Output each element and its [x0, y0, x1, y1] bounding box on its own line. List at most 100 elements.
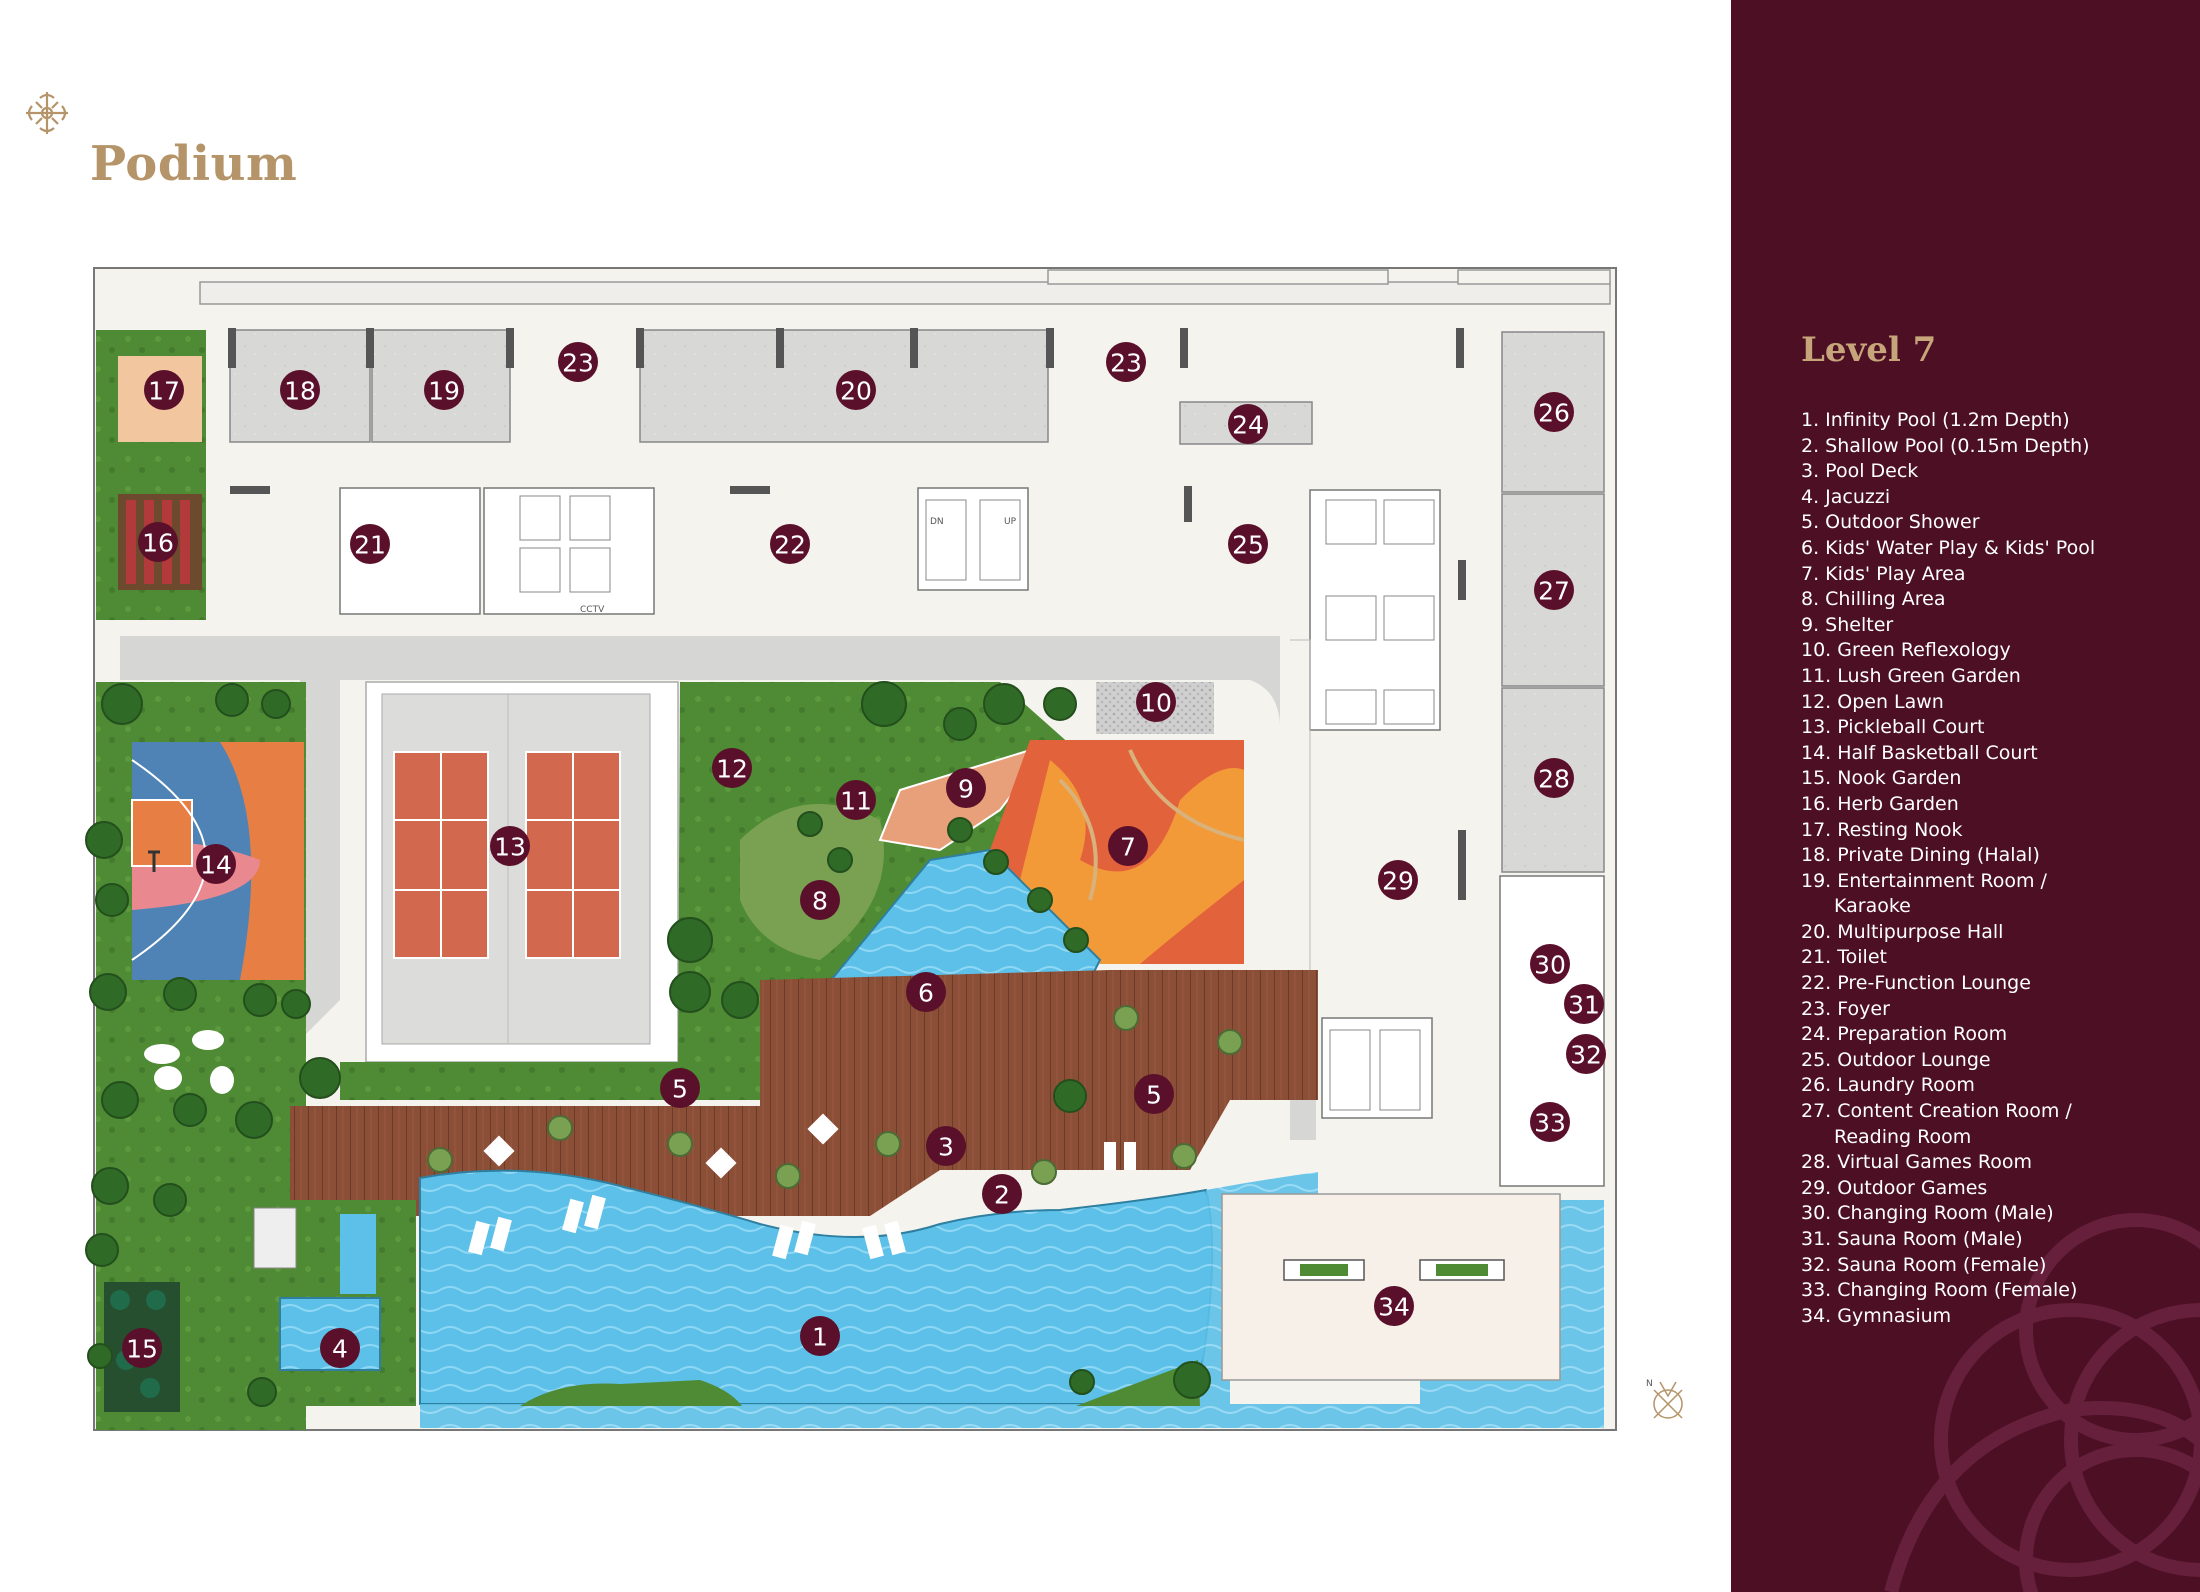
marker-number: 28	[1538, 765, 1570, 794]
legend-item-text: 29. Outdoor Games	[1801, 1176, 1988, 1199]
legend-item-text: 24. Preparation Room	[1801, 1023, 2008, 1046]
legend-item-text: 26. Laundry Room	[1801, 1074, 1975, 1097]
location-marker: 24	[1228, 404, 1268, 444]
legend-item: 18. Private Dining (Halal)	[1801, 843, 2095, 869]
marker-number: 19	[428, 377, 460, 406]
panel-ornament-icon	[1884, 1213, 2200, 1592]
legend-item: 7. Kids' Play Area	[1801, 562, 2095, 588]
marker-circle	[144, 370, 184, 410]
legend-item-text: 5. Outdoor Shower	[1801, 511, 1980, 534]
legend-item-text: 33. Changing Room (Female)	[1801, 1279, 2078, 1302]
legend-item-text: 34. Gymnasium	[1801, 1304, 1952, 1327]
location-marker: 13	[490, 826, 530, 866]
legend-item: 31. Sauna Room (Male)	[1801, 1227, 2095, 1253]
marker-circle	[660, 1068, 700, 1108]
legend-item-text: 2. Shallow Pool (0.15m Depth)	[1801, 434, 2090, 457]
marker-circle	[280, 370, 320, 410]
marker-number: 17	[148, 377, 180, 406]
location-marker: 19	[424, 370, 464, 410]
legend-item: 22. Pre-Function Lounge	[1801, 971, 2095, 997]
marker-number: 33	[1534, 1109, 1566, 1138]
marker-circle	[926, 1126, 966, 1166]
marker-circle	[424, 370, 464, 410]
marker-circle	[558, 342, 598, 382]
marker-circle	[196, 844, 236, 884]
marker-number: 2	[994, 1181, 1010, 1210]
marker-number: 13	[494, 833, 526, 862]
marker-circle	[1378, 860, 1418, 900]
marker-number: 31	[1568, 991, 1600, 1020]
marker-circle	[982, 1174, 1022, 1214]
location-marker: 34	[1374, 1286, 1414, 1326]
location-marker: 25	[1228, 524, 1268, 564]
legend-item: 33. Changing Room (Female)	[1801, 1278, 2095, 1304]
legend-item-text: 9. Shelter	[1801, 613, 1894, 636]
location-marker: 29	[1378, 860, 1418, 900]
location-marker: 30	[1530, 944, 1570, 984]
legend-item: 32. Sauna Room (Female)	[1801, 1253, 2095, 1279]
marker-circle	[1374, 1286, 1414, 1326]
marker-number: 27	[1538, 577, 1570, 606]
page-title: Podium	[90, 136, 298, 192]
marker-number: 20	[840, 377, 872, 406]
marker-circle	[320, 1328, 360, 1368]
legend-item-text: 8. Chilling Area	[1801, 588, 1946, 611]
location-marker: 32	[1566, 1034, 1606, 1074]
legend-item: 13. Pickleball Court	[1801, 715, 2095, 741]
marker-number: 29	[1382, 867, 1414, 896]
location-marker: 5	[1134, 1074, 1174, 1114]
location-marker: 21	[350, 524, 390, 564]
marker-circle	[836, 780, 876, 820]
compass-icon	[1653, 1381, 1683, 1419]
marker-circle	[1134, 1074, 1174, 1114]
location-marker: 15	[122, 1328, 162, 1368]
marker-number: 18	[284, 377, 316, 406]
marker-number: 9	[958, 775, 974, 804]
legend-item: 10. Green Reflexology	[1801, 638, 2095, 664]
stair-label-up: UP	[1004, 517, 1017, 527]
marker-number: 26	[1538, 399, 1570, 428]
legend-item-text: 14. Half Basketball Court	[1801, 741, 2038, 764]
marker-number: 3	[938, 1133, 954, 1162]
marker-circle	[350, 524, 390, 564]
legend-item-text: 22. Pre-Function Lounge	[1801, 972, 2031, 995]
legend-item-text: 27. Content Creation Room /	[1801, 1100, 2072, 1123]
location-marker: 31	[1564, 984, 1604, 1024]
marker-number: 7	[1120, 833, 1136, 862]
location-marker: 23	[558, 342, 598, 382]
legend-item: 34. Gymnasium	[1801, 1304, 2095, 1330]
marker-number: 10	[1140, 689, 1172, 718]
legend-panel: Level 7 1. Infinity Pool (1.2m Depth)2. …	[1731, 0, 2200, 1592]
legend-item: 9. Shelter	[1801, 613, 2095, 639]
legend-item-text: 17. Resting Nook	[1801, 818, 1963, 841]
legend-item-continuation: Karaoke	[1834, 895, 1911, 918]
marker-circle	[946, 768, 986, 808]
location-marker: 26	[1534, 392, 1574, 432]
marker-number: 5	[672, 1075, 688, 1104]
facility-legend: 1. Infinity Pool (1.2m Depth)2. Shallow …	[1801, 408, 2095, 1329]
marker-number: 24	[1232, 411, 1264, 440]
location-marker: 2	[982, 1174, 1022, 1214]
marker-number: 6	[918, 979, 934, 1008]
legend-item-text: 3. Pool Deck	[1801, 460, 1919, 483]
legend-item: 30. Changing Room (Male)	[1801, 1201, 2095, 1227]
legend-item-text: 15. Nook Garden	[1801, 767, 1962, 790]
legend-item: 29. Outdoor Games	[1801, 1176, 2095, 1202]
marker-circle	[800, 880, 840, 920]
marker-circle	[906, 972, 946, 1012]
marker-number: 16	[142, 529, 174, 558]
marker-circle	[1534, 570, 1574, 610]
marker-number: 5	[1146, 1081, 1162, 1110]
marker-number: 23	[562, 349, 594, 378]
marker-circle	[1566, 1034, 1606, 1074]
legend-item-text: 18. Private Dining (Halal)	[1801, 844, 2040, 867]
legend-item-text: 12. Open Lawn	[1801, 690, 1944, 713]
legend-item-text: 16. Herb Garden	[1801, 792, 1959, 815]
legend-item-text: 13. Pickleball Court	[1801, 716, 1985, 739]
location-marker: 7	[1108, 826, 1148, 866]
location-marker: 18	[280, 370, 320, 410]
legend-item: 11. Lush Green Garden	[1801, 664, 2095, 690]
marker-circle	[1530, 944, 1570, 984]
